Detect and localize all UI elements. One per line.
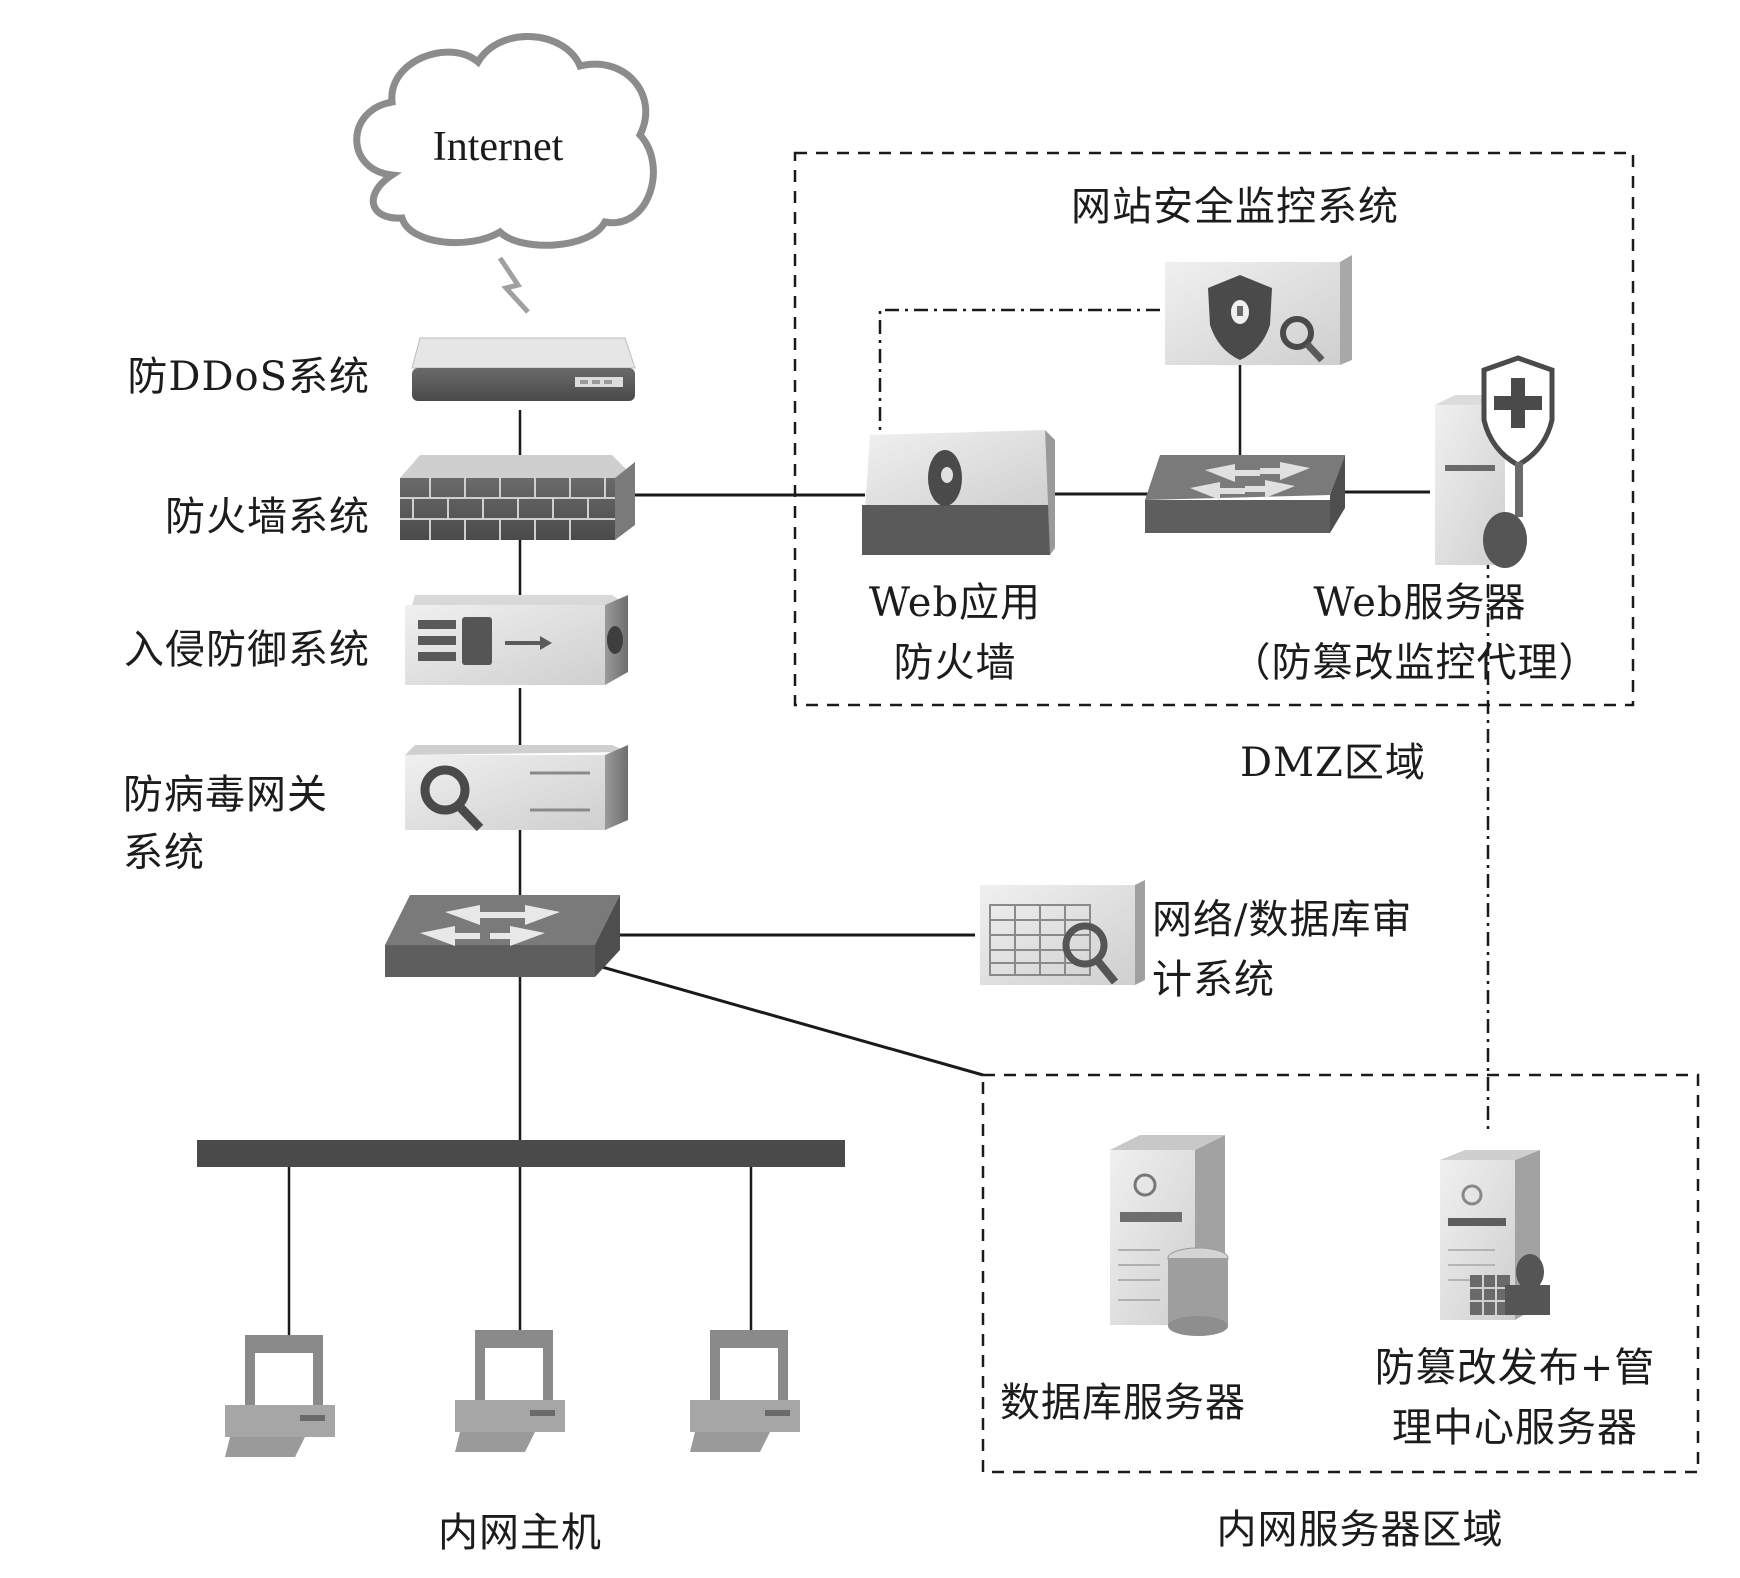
link-switch-serverzone [594, 963, 984, 1077]
label-antivirus-line2: 系统 [123, 830, 205, 876]
desktop-computer-icon [225, 1335, 335, 1457]
link-monitor-waf [878, 308, 1160, 435]
antivirus-gateway-icon [405, 745, 628, 832]
web-app-firewall-icon [862, 430, 1055, 555]
desktop-computer-icon [690, 1330, 800, 1452]
label-db-server: 数据库服务器 [1000, 1380, 1246, 1426]
label-antivirus-line1: 防病毒网关 [123, 772, 328, 818]
internet-label: Internet [433, 124, 564, 170]
label-ips: 入侵防御系统 [124, 627, 370, 673]
dmz-switch-icon [1145, 455, 1345, 533]
web-server-shield-icon [1435, 355, 1555, 568]
label-webserver-line2: （防篡改监控代理） [1230, 640, 1600, 686]
label-intranet-hosts: 内网主机 [438, 1510, 602, 1556]
label-mgmt-server-line2: 理中心服务器 [1392, 1405, 1638, 1451]
label-audit-line1: 网络/数据库审 [1152, 897, 1413, 943]
label-server-zone: 内网服务器区域 [1216, 1507, 1504, 1553]
label-waf-line1: Web应用 [868, 580, 1042, 626]
firewall-brick-icon [400, 455, 635, 540]
label-webserver-line1: Web服务器 [1313, 580, 1527, 626]
label-monitor-title: 网站安全监控系统 [1071, 184, 1399, 230]
ips-appliance-icon [405, 595, 628, 685]
label-waf-line2: 防火墙 [893, 640, 1017, 686]
label-audit-line2: 计系统 [1152, 957, 1275, 1003]
label-dmz-zone: DMZ区域 [1240, 740, 1426, 786]
audit-table-icon [980, 880, 1145, 985]
label-ddos: 防DDoS系统 [127, 354, 370, 400]
wireless-link-icon [497, 256, 530, 314]
management-server-icon [1440, 1150, 1550, 1320]
shield-search-icon [1165, 255, 1352, 365]
label-firewall: 防火墙系统 [165, 494, 370, 540]
server-zone-border [981, 1073, 1700, 1474]
core-switch-icon [385, 895, 620, 977]
lan-bus-bar [197, 1140, 845, 1167]
label-mgmt-server-line1: 防篡改发布+管 [1374, 1345, 1656, 1391]
database-server-icon [1110, 1135, 1229, 1336]
ddos-appliance-icon [411, 337, 636, 401]
desktop-computer-icon [455, 1330, 565, 1452]
dmz-zone-border [793, 151, 1635, 707]
internet-cloud-icon: Internet [353, 33, 657, 249]
